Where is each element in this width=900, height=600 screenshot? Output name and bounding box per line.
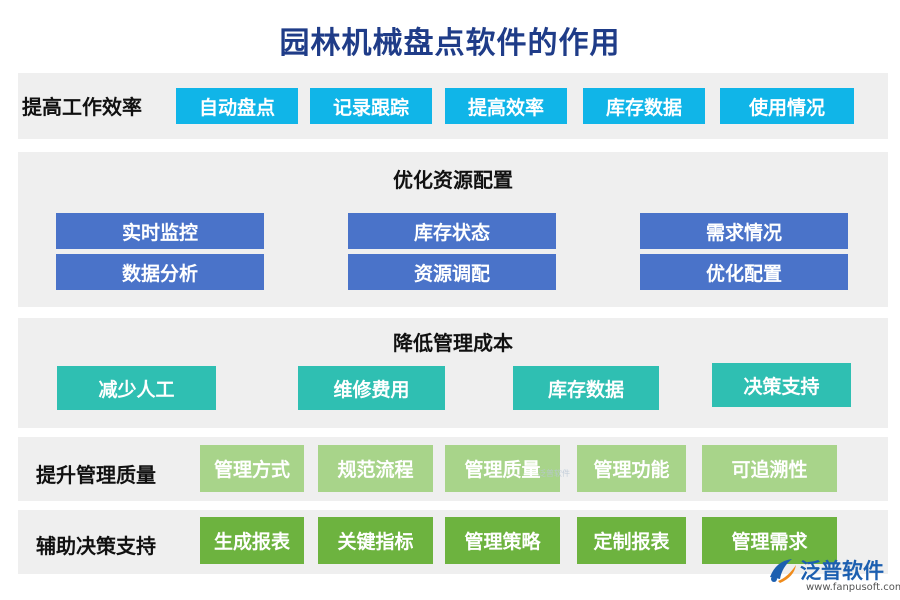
item-box: 实时监控 — [56, 213, 264, 249]
fanpu-logo-icon — [770, 559, 796, 583]
item-box: 管理策略 — [445, 517, 560, 564]
item-box: 资源调配 — [348, 254, 556, 290]
watermark-text: 泛普软件 — [538, 469, 570, 478]
section-label: 辅助决策支持 — [36, 534, 156, 558]
item-box: 管理方式 — [200, 445, 304, 492]
item-box: 库存数据 — [583, 88, 705, 124]
item-box: 决策支持 — [712, 363, 851, 407]
item-box: 需求情况 — [640, 213, 848, 249]
item-box: 管理质量 — [445, 445, 560, 492]
item-box: 维修费用 — [298, 366, 445, 410]
item-box: 自动盘点 — [176, 88, 298, 124]
section-label: 优化资源配置 — [393, 168, 513, 192]
item-box: 记录跟踪 — [310, 88, 432, 124]
item-box: 优化配置 — [640, 254, 848, 290]
logo-url: www.fanpusoft.com — [806, 582, 900, 593]
item-box: 关键指标 — [318, 517, 433, 564]
item-box: 规范流程 — [318, 445, 433, 492]
diagram-title: 园林机械盘点软件的作用 — [279, 26, 621, 61]
item-box: 管理功能 — [577, 445, 686, 492]
item-box: 可追溯性 — [702, 445, 837, 492]
section-label: 提升管理质量 — [36, 463, 156, 487]
item-box: 减少人工 — [57, 366, 216, 410]
item-box: 库存状态 — [348, 213, 556, 249]
fanpu-logo: 泛普软件 www.fanpusoft.com — [766, 553, 900, 598]
section-label: 提高工作效率 — [22, 95, 142, 119]
item-box: 生成报表 — [200, 517, 304, 564]
item-box: 定制报表 — [577, 517, 686, 564]
section-label: 降低管理成本 — [393, 331, 513, 355]
item-box: 提高效率 — [445, 88, 567, 124]
item-box: 管理需求 — [702, 517, 837, 564]
item-box: 使用情况 — [720, 88, 854, 124]
item-box: 数据分析 — [56, 254, 264, 290]
item-box: 库存数据 — [513, 366, 659, 410]
logo-name: 泛普软件 — [800, 559, 884, 583]
watermark: 泛普软件 — [538, 468, 574, 490]
